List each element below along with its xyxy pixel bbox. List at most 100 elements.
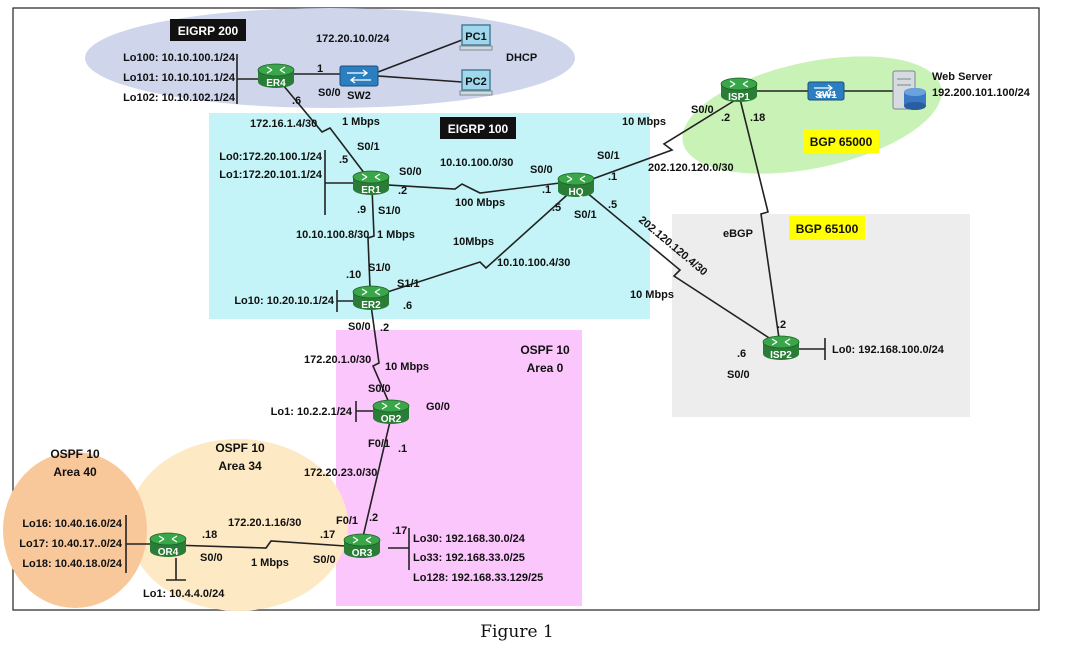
- sw1-label: SW1: [815, 90, 837, 101]
- ospf-area34-title-2: Area 34: [218, 459, 262, 473]
- label-er2-s00: S0/0: [348, 321, 371, 333]
- svg-text:EIGRP 100: EIGRP 100: [448, 122, 509, 136]
- label-er1-s01: S0/1: [357, 141, 380, 153]
- label-or3-f01: F0/1: [336, 515, 358, 527]
- or2-label: OR2: [381, 414, 402, 425]
- svg-text:BGP 65000: BGP 65000: [810, 135, 873, 149]
- label-or3-lo128: Lo128: 192.168.33.129/25: [413, 572, 543, 584]
- label-net-er2-or2: 172.20.1.0/30: [304, 354, 371, 366]
- sw1-switch[interactable]: SW1: [807, 81, 845, 101]
- svg-text:EIGRP 200: EIGRP 200: [178, 24, 239, 38]
- label-er1-lo0: Lo0:172.20.100.1/24: [219, 151, 323, 163]
- web-server-address: 192.200.101.100/24: [932, 87, 1031, 99]
- label-speed-er4-er1: 1 Mbps: [342, 116, 380, 128]
- link-hq-isp1: [575, 98, 738, 186]
- or4-router[interactable]: OR4: [149, 532, 187, 558]
- eigrp200-tag: EIGRP 200: [170, 19, 246, 41]
- label-or4-dot18: .18: [202, 529, 217, 541]
- label-speed-hq-isp2: 10 Mbps: [630, 289, 674, 301]
- label-er1-dot2: .2: [398, 185, 407, 197]
- label-hq-s01b: S0/1: [574, 209, 597, 221]
- isp2-router[interactable]: ISP2: [762, 335, 800, 361]
- label-er1-s10: S1/0: [378, 205, 401, 217]
- label-isp2-dot6: .6: [737, 348, 746, 360]
- label-hq-dot1a: .1: [542, 184, 551, 196]
- label-net-er1-er2: 10.10.100.8/30: [296, 229, 369, 241]
- hq-router[interactable]: HQ: [557, 172, 595, 198]
- label-net-hq-isp1: 202.120.120.0/30: [648, 162, 734, 174]
- ospf-area0-title-1: OSPF 10: [520, 343, 570, 357]
- label-net-er4-er1: 172.16.1.4/30: [250, 118, 317, 130]
- label-er4-lo100: Lo100: 10.10.100.1/24: [123, 52, 236, 64]
- label-or4-lo18: Lo18: 10.40.18.0/24: [22, 558, 123, 570]
- label-or4-s00: S0/0: [200, 552, 223, 564]
- label-net-er2-hq: 10.10.100.4/30: [497, 257, 570, 269]
- label-net-er1-hq: 10.10.100.0/30: [440, 157, 513, 169]
- label-er2-s10: S1/0: [368, 262, 391, 274]
- label-ebgp: eBGP: [723, 228, 753, 240]
- label-or2-lo1: Lo1: 10.2.2.1/24: [271, 406, 353, 418]
- label-or3-dot2: .2: [369, 512, 378, 524]
- isp1-label: ISP1: [728, 92, 750, 103]
- er4-router[interactable]: ER4: [257, 63, 295, 89]
- label-speed-er1-hq: 100 Mbps: [455, 197, 505, 209]
- label-hq-s00: S0/0: [530, 164, 553, 176]
- label-hq-dot1b: .1: [608, 171, 617, 183]
- label-or3-lo33: Lo33: 192.168.33.0/25: [413, 552, 525, 564]
- label-er1-lo1: Lo1:172.20.101.1/24: [219, 169, 323, 181]
- er1-router[interactable]: ER1: [352, 170, 390, 196]
- er1-label: ER1: [361, 185, 381, 196]
- label-or3-dot17: .17: [392, 525, 407, 537]
- label-hq-dot5a: .5: [552, 202, 561, 214]
- pc1-icon[interactable]: PC1: [459, 24, 493, 51]
- label-hq-dot5b: .5: [608, 199, 617, 211]
- sw2-switch[interactable]: SW2: [339, 65, 379, 102]
- label-er4-lo102: Lo102: 10.10.102.1/24: [123, 92, 236, 104]
- label-isp2-s00: S0/0: [727, 369, 750, 381]
- bgp65100-zone: [672, 214, 970, 417]
- label-or3-dot17b: .17: [320, 529, 335, 541]
- link-er4-er1: [282, 84, 369, 179]
- label-isp1-s00: S0/0: [691, 104, 714, 116]
- link-or2-or3: [361, 412, 393, 542]
- label-isp2-dot2: .2: [777, 319, 786, 331]
- link-er2-hq: [371, 186, 577, 298]
- pc2-icon[interactable]: PC2: [459, 69, 493, 96]
- hq-label: HQ: [569, 187, 584, 198]
- label-er4-lo101: Lo101: 10.10.101.1/24: [123, 72, 236, 84]
- sw2-label: SW2: [347, 90, 371, 102]
- label-er2-dot6: .6: [403, 300, 412, 312]
- link-er1-er2: [367, 187, 375, 289]
- web-server-icon[interactable]: [892, 70, 926, 110]
- label-isp1-dot18: .18: [750, 112, 765, 124]
- label-or4-lo1: Lo1: 10.4.4.0/24: [143, 588, 225, 600]
- label-speed-hq-isp1: 10 Mbps: [622, 116, 666, 128]
- link-or4-or3: [171, 540, 361, 549]
- label-or4-lo17: Lo17: 10.40.17..0/24: [19, 538, 123, 550]
- ospf-area40-title-1: OSPF 10: [50, 447, 100, 461]
- svg-text:BGP 65100: BGP 65100: [796, 222, 859, 236]
- label-net-or2-or3: 172.20.23.0/30: [304, 467, 377, 479]
- figure-caption: Figure 1: [480, 622, 553, 642]
- label-er2-dot10: .10: [346, 269, 361, 281]
- link-sw2-pc1: [377, 39, 463, 73]
- link-isp1-isp2: [739, 98, 781, 346]
- label-or2-s00: S0/0: [368, 383, 391, 395]
- label-hq-s01a: S0/1: [597, 150, 620, 162]
- or2-router[interactable]: OR2: [372, 399, 410, 425]
- er2-router[interactable]: ER2: [352, 285, 390, 311]
- label-er1-dot5: .5: [339, 154, 348, 166]
- ospf-area0-title-2: Area 0: [527, 361, 564, 375]
- label-speed-er1-er2: 1 Mbps: [377, 229, 415, 241]
- label-or4-lo16: Lo16: 10.40.16.0/24: [22, 518, 123, 530]
- label-dhcp: DHCP: [506, 52, 537, 64]
- er2-label: ER2: [361, 300, 381, 311]
- links: [125, 39, 900, 581]
- label-er1-dot9: .9: [357, 204, 366, 216]
- isp1-router[interactable]: ISP1: [720, 77, 758, 103]
- label-speed-er2-hq: 10Mbps: [453, 236, 494, 248]
- or4-label: OR4: [158, 547, 179, 558]
- or3-router[interactable]: OR3: [343, 533, 381, 559]
